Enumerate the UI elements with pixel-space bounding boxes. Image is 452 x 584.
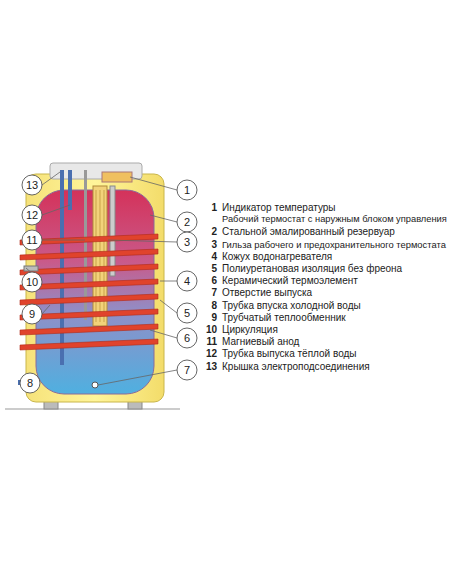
key-number: 12 (205, 349, 217, 359)
key-text: Индикатор температуры (222, 203, 336, 213)
callout-number: 4 (177, 276, 197, 287)
key-number: 3 (205, 240, 217, 250)
key-number: 5 (205, 264, 217, 274)
key-text: Полиуретановая изоляция без фреона (222, 264, 402, 274)
callout-number: 5 (177, 308, 197, 319)
key-text: Трубка впуска холодной воды (222, 301, 361, 311)
key-text: Трубчатый теплообменник (222, 313, 346, 323)
callout-number: 10 (22, 277, 42, 288)
key-number: 9 (205, 313, 217, 323)
key-text: Крышка электроподсоединения (222, 362, 370, 372)
key-number: 7 (205, 288, 217, 298)
callout-number: 6 (177, 333, 197, 344)
key-number: 10 (205, 325, 217, 335)
coil-winding (20, 339, 158, 350)
key-text: Кожух водонагревателя (222, 252, 332, 262)
coil-winding (20, 249, 158, 260)
callout-number: 1 (177, 185, 197, 196)
key-number: 1 (205, 203, 217, 213)
callout-number: 8 (20, 378, 40, 389)
key-text: Керамический термоэлемент (222, 276, 358, 286)
coil-winding (20, 324, 158, 335)
callout-number: 13 (22, 180, 42, 191)
key-text: Трубка выпуска тёплой воды (222, 349, 357, 359)
coil-winding (20, 264, 158, 275)
key-text: Стальной эмалированный резервуар (222, 227, 395, 237)
key-text: Магниевый анод (222, 337, 299, 347)
key-number: 6 (205, 276, 217, 286)
key-number: 2 (205, 227, 217, 237)
key-number: 13 (205, 362, 217, 372)
key-text: Гильза рабочего и предохранительного тер… (222, 240, 446, 249)
callout-number: 7 (177, 365, 197, 376)
callout-number: 11 (22, 235, 42, 246)
key-text: Отверстие выпуска (222, 288, 312, 298)
key-number: 4 (205, 252, 217, 262)
callout-number: 2 (177, 217, 197, 228)
callout-number: 9 (22, 309, 42, 320)
key-text: Циркуляция (222, 325, 278, 335)
key-number: 11 (205, 337, 217, 347)
coil-winding (20, 294, 158, 305)
callout-number: 12 (22, 210, 42, 221)
key-text: Рабочий термостат с наружным блоком упра… (222, 215, 447, 224)
key-number: 8 (205, 301, 217, 311)
callout-number: 3 (177, 237, 197, 248)
